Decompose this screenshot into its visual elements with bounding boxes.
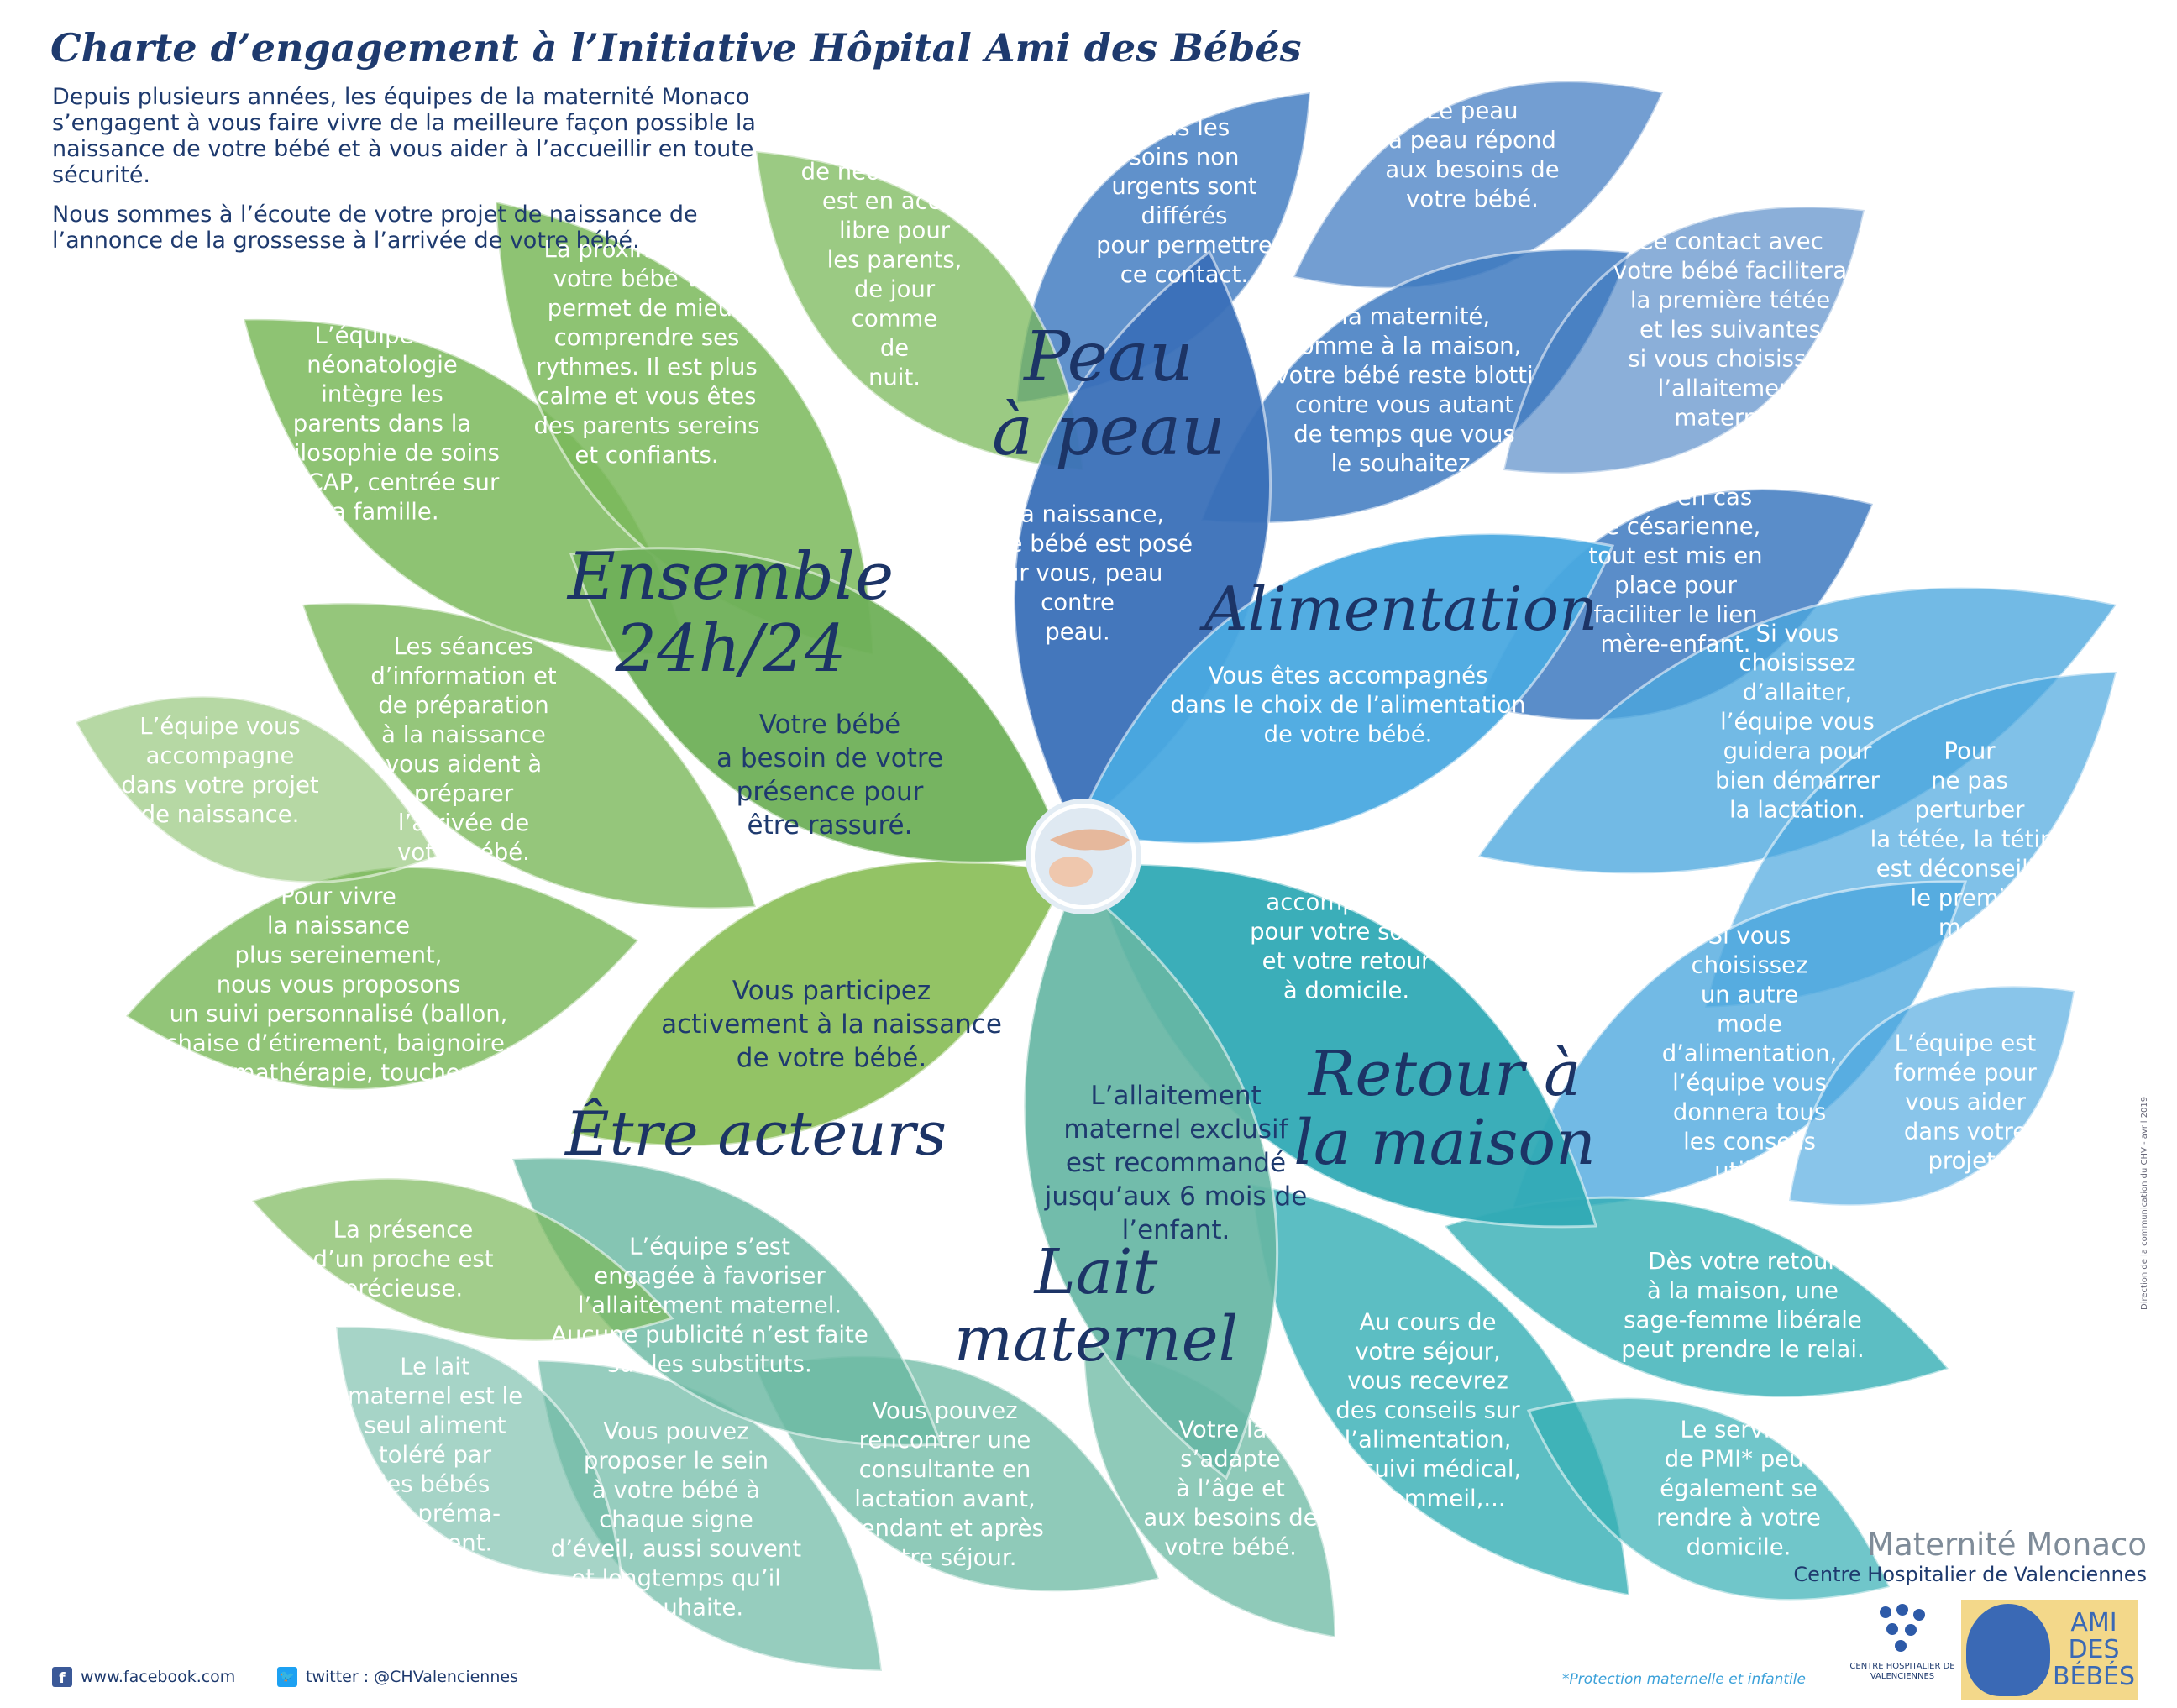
intro-paragraph-1: Depuis plusieurs années, les équipes de … — [52, 84, 756, 188]
petal-19 — [123, 866, 641, 1091]
petal-4 — [1502, 205, 1866, 475]
petal-text-blotti: À la maternité, comme à la maison, votre… — [1275, 303, 1534, 477]
petal-3 — [1199, 248, 1632, 525]
petal-text-proposer-sein: Vous pouvez proposer le sein à votre béb… — [550, 1417, 802, 1622]
petal-etre-acteurs — [569, 859, 1069, 1148]
petal-text-cesarienne: Même en cas de césarienne, tout est mis … — [1588, 484, 1763, 658]
category-title-retour-maison: Retour à la maison — [1293, 1038, 1596, 1179]
petal-text-neonatalogie: Le service de néonatalogie est en accès … — [800, 128, 989, 391]
petal-text-soins-differes: Tous les soins non urgents sont différés… — [1096, 114, 1272, 288]
petal-text-seances: Les séances d’information et de préparat… — [370, 633, 557, 866]
footnote: *Protection maternelle et infantile — [1562, 1671, 1806, 1688]
category-text-lait-maternel: L’allaitement maternel exclusif est reco… — [1044, 1081, 1308, 1245]
petal-text-lait-prematures: Le lait maternel est le seul aliment tol… — [347, 1353, 523, 1557]
petal-text-projet-naissance: L’équipe vous accompagne dans votre proj… — [121, 713, 319, 828]
petal-text-besoins-bebe: Le peau à peau répond aux besoins de vot… — [1385, 97, 1560, 212]
petal-text-allaiter: Si vous choisissez d’allaiter, l’équipe … — [1715, 620, 1880, 824]
twitter-link[interactable]: 🐦 twitter : @CHValenciennes — [277, 1667, 518, 1687]
petal-11 — [1250, 1182, 1631, 1597]
chv-logo-icon — [1880, 1604, 1925, 1652]
petal-lait-maternel — [1022, 879, 1279, 1480]
petal-ensemble — [569, 547, 1069, 864]
category-title-alimentation: Alimentation — [1204, 574, 1598, 644]
intro-paragraph-2: Nous sommes à l’écoute de votre projet d… — [52, 202, 698, 254]
petal-10 — [1442, 1196, 1951, 1399]
maternite-block: Maternité Monaco Centre Hospitalier de V… — [1793, 1527, 2147, 1586]
facebook-link[interactable]: f www.facebook.com — [52, 1667, 235, 1687]
petal-text-equipe-formee: L’équipe est formée pour vous aider dans… — [1894, 1030, 2037, 1175]
petal-20 — [73, 694, 439, 884]
petal-text-pmi: Le service de PMI* peut également se ren… — [1656, 1416, 1821, 1561]
petal-text-autre-mode: Si vous choisissez un autre mode d’alime… — [1661, 922, 1838, 1185]
petal-text-nidcap: L’équipe de néonatologie intègre les par… — [265, 322, 500, 526]
category-title-etre-acteurs: Être acteurs — [565, 1098, 947, 1169]
petal-alimentation — [1073, 532, 1615, 845]
adult-hand-icon — [1050, 829, 1130, 851]
hopital-name: Centre Hospitalier de Valenciennes — [1793, 1563, 2147, 1586]
credit-vertical: Direction de la communication du CHV - a… — [2140, 1096, 2149, 1310]
category-text-alimentation: Vous êtes accompagnés dans le choix de l… — [1170, 662, 1526, 748]
category-petals-layer — [569, 249, 1615, 1480]
mother-baby-icon — [1966, 1604, 2050, 1696]
twitter-icon: 🐦 — [277, 1667, 297, 1687]
page-title: Charte d’engagement à l’Initiative Hôpit… — [50, 25, 1302, 71]
petal-18 — [249, 1176, 674, 1343]
twitter-handle: twitter : @CHValenciennes — [306, 1668, 518, 1686]
ami-des-bebes-logo: AMI DES BÉBÉS — [1961, 1600, 2138, 1700]
petal-text-tetine: Pour ne pas perturber la tétée, la tétin… — [1870, 737, 2069, 941]
petal-text-publicite: L’équipe s’est engagée à favoriser l’all… — [551, 1233, 868, 1378]
category-text-ensemble: Votre bébé a besoin de votre présence po… — [716, 710, 944, 841]
petal-9 — [1787, 984, 2076, 1208]
facebook-url: www.facebook.com — [81, 1668, 236, 1686]
petal-text-sage-femme: Dès votre retour à la maison, une sage-f… — [1621, 1248, 1865, 1363]
petal-12 — [1526, 1396, 1892, 1602]
petal-text-presence-proche: La présence d’un proche est précieuse. — [312, 1216, 494, 1302]
petals-layer — [73, 80, 2119, 1673]
petal-text-proximite: La proximité avec votre bébé vous permet… — [533, 236, 760, 469]
petal-text-suivi-personnalise: Pour vivre la naissance plus sereinement… — [165, 883, 512, 1145]
category-title-peau-a-peau: Peau à peau — [992, 317, 1225, 471]
category-title-ensemble: Ensemble 24h/24 — [567, 539, 894, 687]
category-text-retour-maison: Vous êtes accompagnés pour votre sortie … — [1250, 859, 1443, 1004]
category-text-etre-acteurs: Vous participez activement à la naissanc… — [661, 976, 1002, 1073]
chv-logo: CENTRE HOSPITALIER DE VALENCIENNES — [1848, 1600, 1957, 1682]
petal-text-premiere-tetee: Ce contact avec votre bébé facilitera la… — [1613, 228, 1848, 432]
petal-text-conseils-sejour: Au cours de votre séjour, vous recevrez … — [1334, 1308, 1522, 1512]
baby-hand-photo-icon — [1035, 808, 1132, 905]
chv-logo-text: CENTRE HOSPITALIER DE VALENCIENNES — [1849, 1662, 1955, 1681]
ami-des-bebes-text: AMI DES BÉBÉS — [2052, 1608, 2136, 1691]
petal-17 — [334, 1325, 623, 1580]
petal-6 — [1476, 586, 2119, 875]
petal-text-lait-adapte: Votre lait s’adapte à l’âge et aux besoi… — [1143, 1416, 1318, 1561]
category-text-peau-a-peau: À la naissance, votre bébé est posé sur … — [962, 500, 1193, 646]
baby-hand-icon — [1049, 857, 1093, 887]
intro-text: Depuis plusieurs années, les équipes de … — [52, 84, 774, 267]
maternite-name: Maternité Monaco — [1867, 1527, 2147, 1563]
petal-text-consultante: Vous pouvez rencontrer une consultante e… — [846, 1397, 1044, 1571]
category-title-lait-maternel: Lait maternel — [953, 1236, 1239, 1375]
facebook-icon: f — [52, 1667, 72, 1687]
petal-8 — [1509, 880, 1968, 1211]
